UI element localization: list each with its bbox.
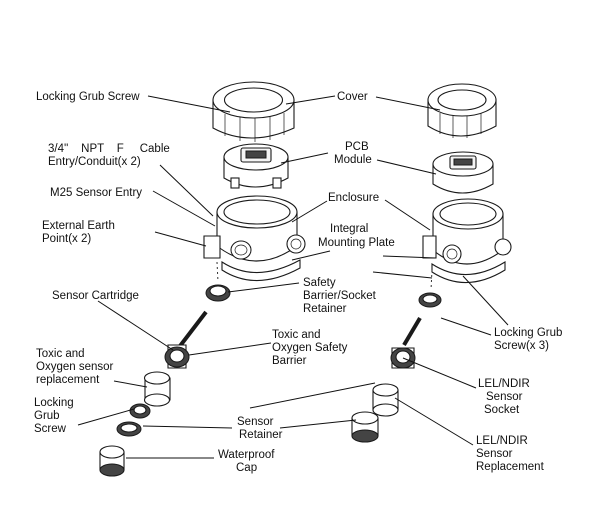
label-toxic-barrier-line3: Barrier — [272, 355, 307, 367]
label-safety-line2: Barrier/Socket — [303, 290, 377, 302]
label-toxic-repl-line1: Toxic and — [36, 348, 85, 360]
safety-barrier-left — [205, 284, 231, 302]
label-sensor-retainer-line1: Sensor — [237, 416, 274, 428]
label-lel-repl-line3: Replacement — [476, 461, 545, 473]
waterproof-cap — [99, 445, 125, 477]
locking-grub-screw-ring-left — [129, 403, 151, 419]
leader-lines — [77, 95, 509, 459]
label-pcb-line2: Module — [334, 154, 372, 166]
label-earth-line2: Point(x 2) — [42, 233, 91, 245]
label-lel-socket-line2: Sensor — [486, 391, 523, 403]
label-lel-socket-line3: Socket — [484, 404, 520, 416]
label-toxic-barrier-line1: Toxic and — [272, 329, 321, 341]
cover-left — [212, 81, 295, 142]
label-enclosure: Enclosure — [328, 192, 379, 204]
label-integral-line2: Mounting Plate — [318, 237, 395, 249]
toxic-sensor-cartridge — [164, 310, 208, 369]
label-lel-repl-line2: Sensor — [476, 448, 513, 460]
labels: Locking Grub Screw Cover 3/4'' NPT F Cab… — [34, 91, 562, 474]
toxic-sensor-replacement — [143, 371, 171, 407]
label-locking-right-line2: Screw(x 3) — [494, 340, 549, 352]
label-sensor-retainer-line2: Retainer — [239, 429, 283, 441]
label-npt-line1: 3/4'' NPT F Cable — [48, 143, 170, 155]
label-waterproof-line2: Cap — [236, 462, 257, 474]
label-sensor-cartridge: Sensor Cartridge — [52, 290, 139, 302]
label-cover: Cover — [337, 91, 368, 103]
label-m25-sensor-entry: M25 Sensor Entry — [50, 187, 142, 199]
label-locking-right-line1: Locking Grub — [494, 327, 562, 339]
label-integral-line1: Integral — [330, 223, 368, 235]
cover-right — [427, 83, 497, 138]
label-safety-line1: Safety — [303, 277, 336, 289]
label-toxic-barrier-line2: Oxygen Safety — [272, 342, 348, 354]
lel-sensor-socket — [390, 316, 422, 369]
label-safety-line3: Retainer — [303, 303, 347, 315]
label-lel-repl-line1: LEL/NDIR — [476, 435, 528, 447]
label-earth-line1: External Earth — [42, 220, 115, 232]
enclosure-left — [203, 195, 306, 282]
socket-retainer-right — [418, 292, 442, 308]
label-locking-bottom-line2: Grub — [34, 410, 60, 422]
label-lel-socket-line1: LEL/NDIR — [478, 378, 530, 390]
label-pcb-line1: PCB — [345, 141, 369, 153]
label-locking-bottom-line3: Screw — [34, 423, 67, 435]
lel-sensor-replacement — [372, 383, 399, 417]
label-locking-grub-screw-top: Locking Grub Screw — [36, 91, 140, 103]
enclosure-right — [422, 198, 512, 284]
pcb-module-right — [432, 151, 494, 194]
label-locking-bottom-line1: Locking — [34, 397, 74, 409]
lel-sensor-cap — [351, 411, 379, 443]
pcb-module-left — [223, 143, 289, 189]
sensor-retainer-left — [116, 421, 142, 437]
label-waterproof-line1: Waterproof — [218, 449, 275, 461]
label-toxic-repl-line2: Oxygen sensor — [36, 361, 114, 373]
label-npt-line2: Entry/Conduit(x 2) — [48, 156, 141, 168]
label-toxic-repl-line3: replacement — [36, 374, 100, 386]
